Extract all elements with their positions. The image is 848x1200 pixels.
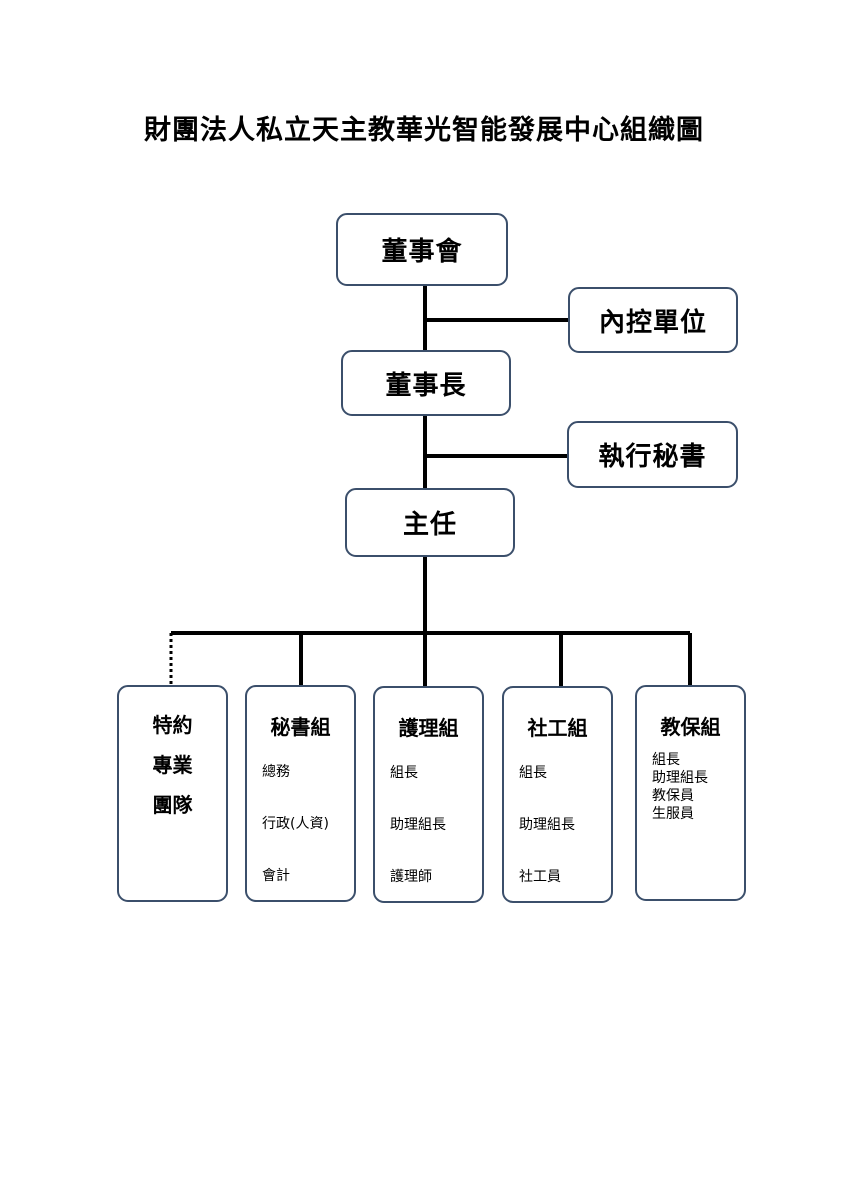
chairman-node: 董事長	[341, 350, 511, 416]
group-contract-team-title-line-1: 特約	[152, 713, 193, 737]
list-item: 組長	[652, 752, 680, 768]
group-social-work-items: 組長 助理組長 社工員	[504, 764, 611, 886]
list-item: 助理組長	[390, 817, 446, 833]
group-education-items: 組長 助理組長 教保員 生服員	[637, 751, 744, 823]
group-secretary-title: 秘書組	[270, 715, 331, 739]
list-item: 總務	[262, 764, 290, 780]
list-item: 組長	[390, 765, 418, 781]
list-item: 行政(人資)	[262, 816, 329, 832]
list-item: 教保員	[652, 788, 694, 804]
list-item: 組長	[519, 765, 547, 781]
group-nursing-items: 組長 助理組長 護理師	[375, 764, 482, 886]
group-nursing: 護理組 組長 助理組長 護理師	[373, 686, 484, 903]
group-education-title: 教保組	[660, 715, 721, 739]
list-item: 生服員	[652, 806, 694, 822]
group-nursing-title: 護理組	[398, 716, 459, 740]
group-contract-team-title-line-3: 團隊	[152, 793, 193, 817]
group-social-work-title: 社工組	[527, 716, 588, 740]
director-node: 主任	[345, 488, 515, 557]
list-item: 社工員	[519, 869, 561, 885]
group-social-work: 社工組 組長 助理組長 社工員	[502, 686, 613, 903]
list-item: 助理組長	[519, 817, 575, 833]
list-item: 會計	[262, 868, 290, 884]
group-secretary: 秘書組 總務 行政(人資) 會計	[245, 685, 356, 902]
group-education: 教保組 組長 助理組長 教保員 生服員	[635, 685, 746, 901]
board-node: 董事會	[336, 213, 508, 286]
group-secretary-items: 總務 行政(人資) 會計	[247, 763, 354, 885]
internal-control-node: 內控單位	[568, 287, 738, 353]
list-item: 助理組長	[652, 770, 708, 786]
group-contract-team-title-line-2: 專業	[152, 753, 193, 777]
page-title: 財團法人私立天主教華光智能發展中心組織圖	[144, 115, 704, 146]
list-item: 護理師	[390, 869, 432, 885]
executive-secretary-node: 執行秘書	[567, 421, 738, 488]
group-contract-team: 特約 專業 團隊	[117, 685, 228, 902]
